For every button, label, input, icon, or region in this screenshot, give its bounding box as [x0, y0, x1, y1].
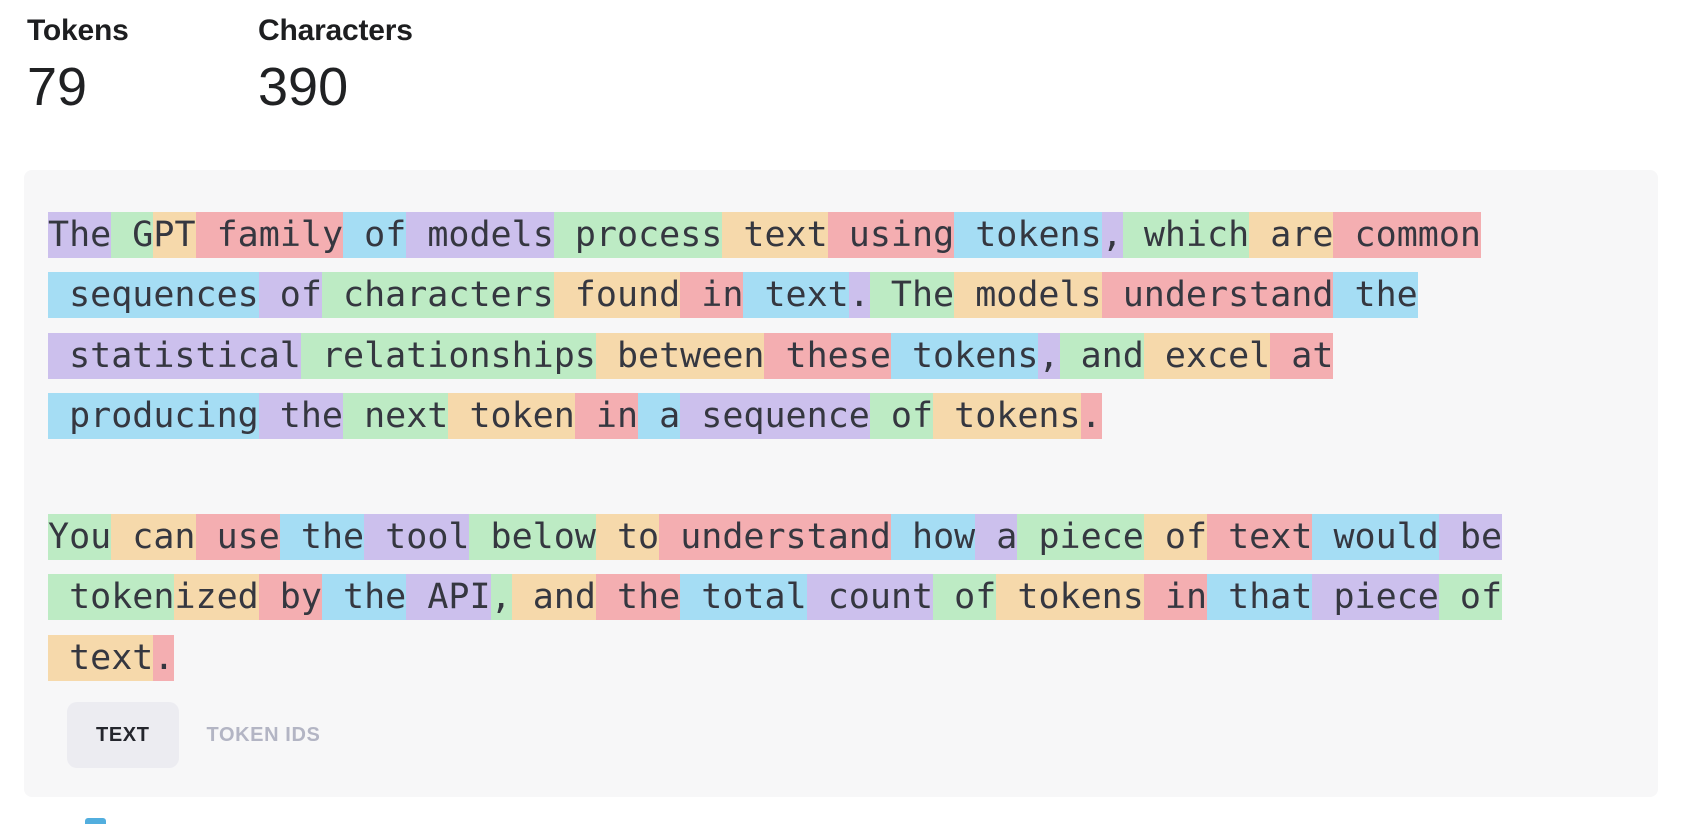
token: The	[869, 272, 955, 319]
token: sequence	[680, 393, 870, 440]
tokens-stat: Tokens 79	[27, 14, 258, 118]
token: that	[1207, 574, 1313, 621]
token: characters	[321, 272, 554, 319]
token: tokens	[954, 212, 1102, 258]
token: how	[890, 513, 976, 560]
token: can	[111, 513, 196, 560]
token: would	[1312, 513, 1439, 560]
characters-stat: Characters 390	[258, 14, 413, 118]
token: statistical	[48, 332, 301, 379]
token: text	[1207, 513, 1313, 560]
token: sequences	[48, 272, 259, 319]
token: .	[848, 272, 870, 319]
token: next	[343, 393, 449, 440]
token: G	[111, 212, 154, 258]
token: process	[553, 212, 723, 258]
token: of	[258, 272, 322, 319]
token: understand	[1101, 272, 1334, 319]
token: be	[1438, 513, 1503, 560]
token: common	[1333, 212, 1481, 258]
token: PT	[153, 212, 196, 258]
token: models	[954, 272, 1102, 319]
token: understand	[659, 513, 891, 560]
token: ,	[490, 574, 512, 621]
tokenizer-output-panel: The GPT family of models process text us…	[24, 170, 1658, 797]
token: count	[806, 574, 934, 621]
token: text	[722, 212, 828, 258]
token: of	[343, 212, 407, 258]
token: You	[48, 513, 112, 560]
token: API	[406, 574, 491, 621]
token-line: sequences of characters found in text. T…	[48, 264, 1634, 324]
token: ,	[1101, 212, 1123, 258]
token: excel	[1143, 332, 1271, 379]
token: ,	[1038, 332, 1060, 379]
token: the	[279, 513, 365, 560]
token: in	[574, 393, 639, 440]
token-line: tokenized by the API, and the total coun…	[48, 566, 1634, 626]
token: The	[48, 212, 112, 258]
token: token	[48, 574, 175, 621]
tokens-stat-label: Tokens	[27, 14, 129, 47]
token: the	[321, 574, 407, 621]
token: of	[869, 393, 934, 440]
token-line: statistical relationships between these …	[48, 325, 1634, 385]
token: using	[827, 212, 955, 258]
token: by	[258, 574, 322, 621]
token: tool	[364, 513, 470, 560]
token: between	[595, 332, 765, 379]
token: token	[448, 393, 575, 440]
characters-stat-label: Characters	[258, 14, 413, 47]
token: ized	[174, 574, 259, 621]
tab-text[interactable]: TEXT	[67, 702, 179, 769]
display-mode-tabs: TEXT TOKEN IDS	[67, 702, 1634, 769]
token: text	[48, 634, 154, 681]
token: a	[638, 393, 681, 440]
characters-stat-value: 390	[258, 57, 349, 117]
token: are	[1249, 212, 1334, 258]
token: a	[975, 513, 1018, 560]
token: of	[1438, 574, 1503, 621]
token: in	[680, 272, 744, 319]
token: piece	[1312, 574, 1439, 621]
token: the	[258, 393, 344, 440]
token: use	[195, 513, 280, 560]
token-line: The GPT family of models process text us…	[48, 204, 1634, 264]
token: producing	[48, 393, 259, 440]
tokens-stat-value: 79	[27, 57, 88, 117]
token: and	[1059, 332, 1144, 379]
token-line	[48, 446, 1634, 506]
token: .	[153, 634, 175, 681]
token: which	[1122, 212, 1250, 258]
token: text	[743, 272, 849, 319]
token: in	[1143, 574, 1208, 621]
token: family	[195, 212, 344, 258]
token: and	[511, 574, 596, 621]
token: the	[595, 574, 681, 621]
token: the	[1333, 272, 1418, 319]
token-line: text.	[48, 627, 1634, 687]
token-text: The GPT family of models process text us…	[48, 204, 1634, 687]
token-line: producing the next token in a sequence o…	[48, 385, 1634, 445]
stats-row: Tokens 79 Characters 390	[27, 14, 413, 118]
partial-button[interactable]	[85, 818, 106, 824]
tab-token-ids[interactable]: TOKEN IDS	[206, 723, 321, 746]
token: to	[595, 513, 660, 560]
token: relationships	[300, 332, 596, 379]
token: piece	[1017, 513, 1144, 560]
token: models	[406, 212, 554, 258]
token: found	[553, 272, 681, 319]
token: tokens	[996, 574, 1144, 621]
token: at	[1270, 332, 1334, 379]
token: total	[680, 574, 807, 621]
token: .	[1080, 393, 1102, 440]
token-line: You can use the tool below to understand…	[48, 506, 1634, 566]
token: of	[1143, 513, 1208, 560]
token: tokens	[890, 332, 1039, 379]
token: tokens	[933, 393, 1081, 440]
token: of	[933, 574, 997, 621]
token: below	[469, 513, 596, 560]
token: these	[764, 332, 891, 379]
